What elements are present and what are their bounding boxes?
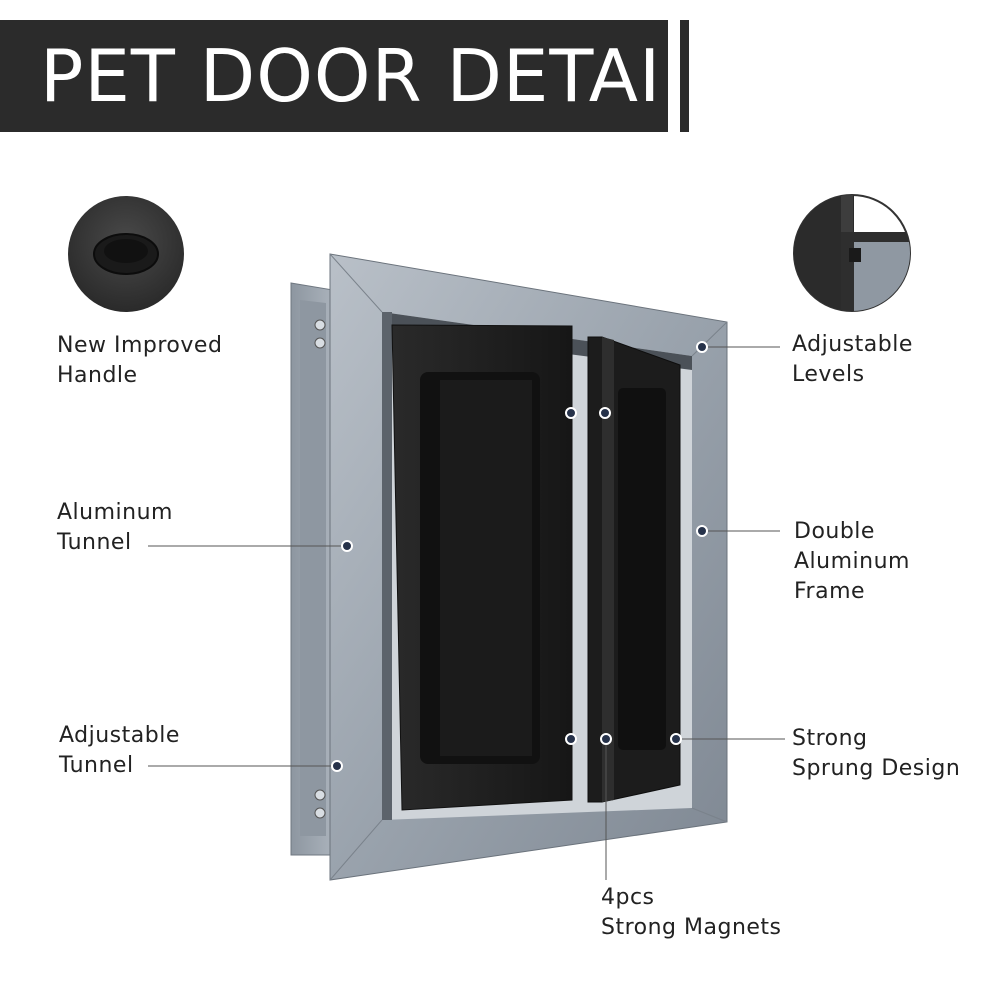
callout-magnets-line2: Strong Magnets (601, 915, 782, 940)
callout-aluminum-tunnel-line2: Tunnel (57, 530, 132, 555)
level-detail-icon (793, 194, 911, 312)
callout-lines (148, 346, 785, 880)
callout-double-frame-line3: Frame (794, 579, 866, 604)
title-banner: PET DOOR DETAIL (0, 20, 701, 132)
tunnel-screws (314, 319, 326, 819)
callout-magnets-line1: 4pcs (601, 885, 655, 910)
callout-adjustable-levels: Adjustable Levels (792, 330, 913, 390)
right-flap (587, 336, 681, 803)
callout-magnets: 4pcs Strong Magnets (601, 883, 782, 943)
callout-adjustable-tunnel: Adjustable Tunnel (59, 721, 180, 781)
callout-handle-line1: New Improved (57, 333, 223, 358)
title-accent-bar (680, 20, 689, 132)
callout-adjustable-tunnel-line2: Tunnel (59, 753, 134, 778)
callout-sprung-design: Strong Sprung Design (792, 724, 960, 784)
handle-detail-icon (68, 196, 184, 312)
callout-double-frame-line2: Aluminum (794, 549, 910, 574)
callout-aluminum-tunnel-line1: Aluminum (57, 500, 173, 525)
callout-adjustable-levels-line2: Levels (792, 362, 865, 387)
callout-sprung-design-line1: Strong (792, 726, 868, 751)
callout-dots (331, 341, 708, 772)
page-title: PET DOOR DETAIL (40, 34, 703, 118)
callout-handle: New Improved Handle (57, 331, 222, 391)
callout-double-frame-line1: Double (794, 519, 875, 544)
callout-double-frame: Double Aluminum Frame (794, 517, 910, 607)
callout-adjustable-levels-line1: Adjustable (792, 332, 913, 357)
callout-adjustable-tunnel-line1: Adjustable (59, 723, 180, 748)
callout-sprung-design-line2: Sprung Design (792, 756, 961, 781)
callout-handle-line2: Handle (57, 363, 138, 388)
left-flap (391, 324, 573, 811)
callout-aluminum-tunnel: Aluminum Tunnel (57, 498, 173, 558)
back-frame (290, 282, 334, 856)
